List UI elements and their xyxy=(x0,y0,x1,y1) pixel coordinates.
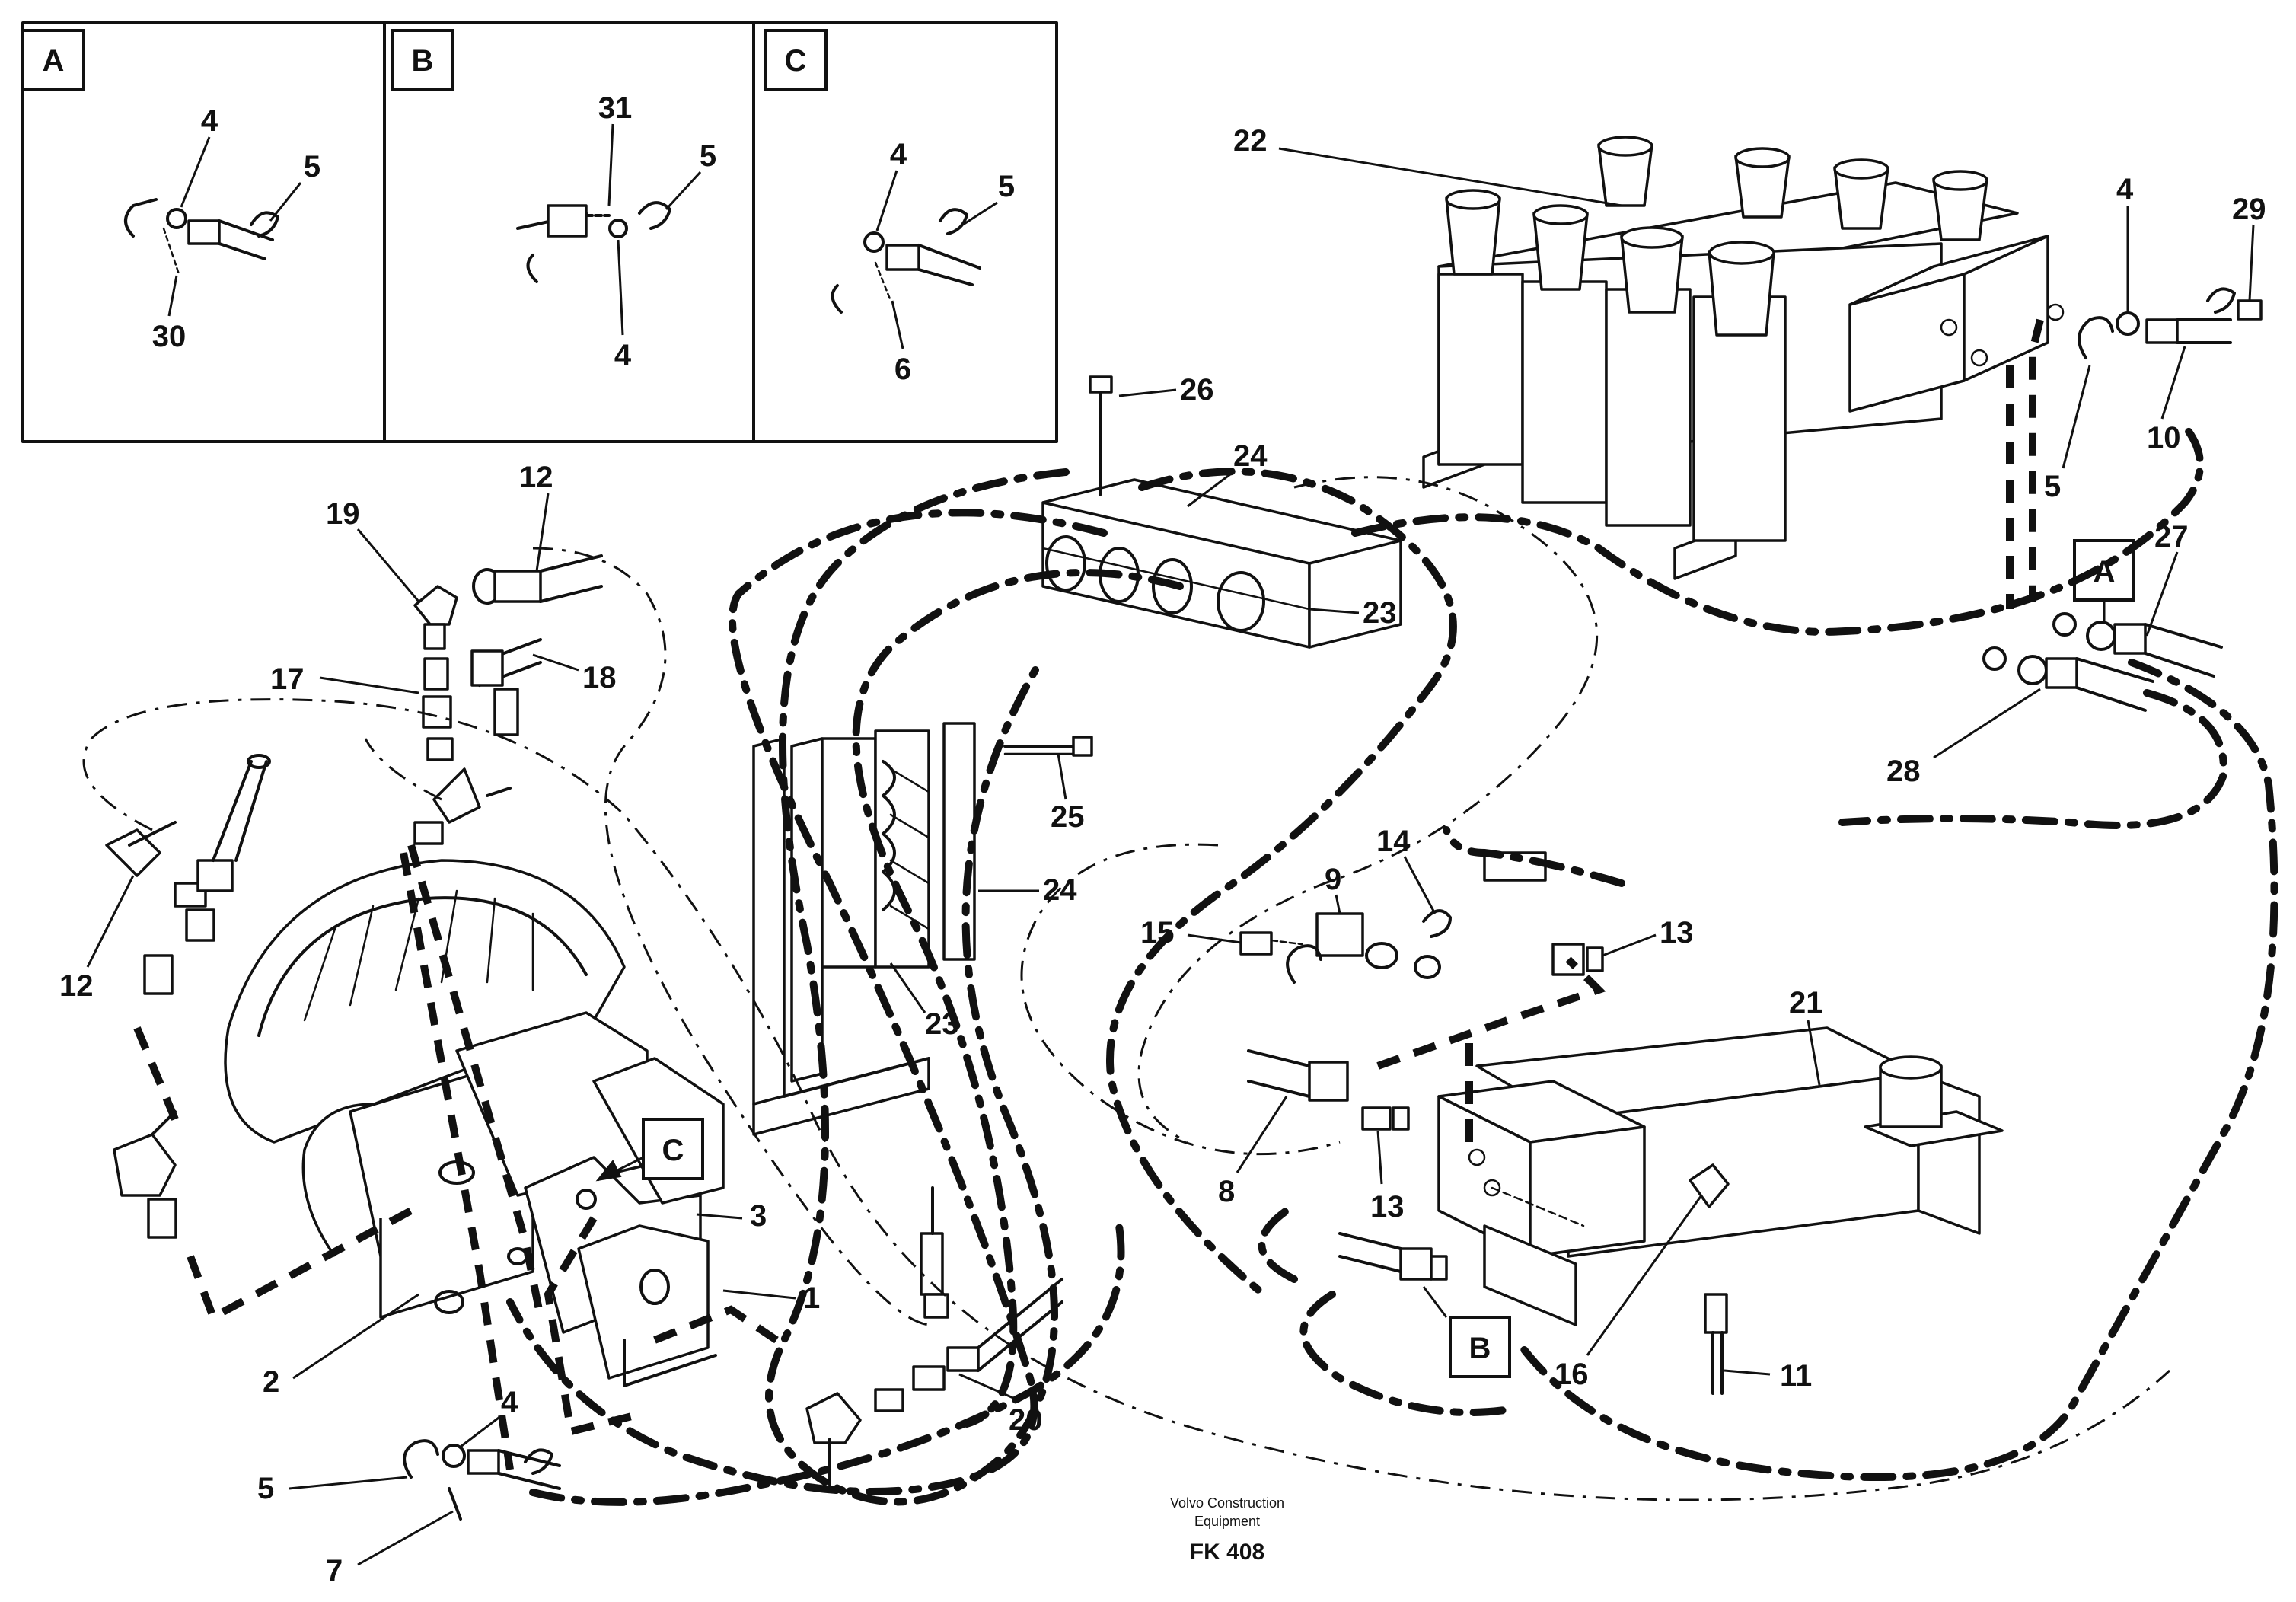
fittings-27-28 xyxy=(1982,612,2223,712)
valve-21-fittings xyxy=(1247,1049,1730,1395)
detail-box-c: C 4 5 6 xyxy=(764,29,1015,386)
detail-box-b-label: B xyxy=(412,44,434,78)
detail-box-b-tag xyxy=(391,29,454,91)
callout-12-left: 12 xyxy=(59,969,94,1003)
callout-12-top: 12 xyxy=(519,461,553,494)
middle-right-fittings xyxy=(1239,851,1604,984)
detail-panel: A 4 5 30 B xyxy=(21,21,1058,443)
detail-b-callout-31: 31 xyxy=(598,91,633,125)
company-line-1: Volvo Construction xyxy=(1170,1495,1284,1511)
callout-2: 2 xyxy=(263,1365,279,1399)
detail-panel-frame xyxy=(21,21,1058,443)
callout-4-pump: 4 xyxy=(501,1386,518,1419)
callout-10: 10 xyxy=(2147,421,2181,455)
detail-a-fitting xyxy=(124,198,279,276)
detail-box-a-label: A xyxy=(43,44,65,78)
callout-28: 28 xyxy=(1886,755,1921,788)
callout-9: 9 xyxy=(1325,863,1341,896)
detail-box-a-tag xyxy=(21,29,85,91)
callout-19: 19 xyxy=(326,497,360,531)
control-valve-22 xyxy=(1422,136,2065,580)
callout-7: 7 xyxy=(326,1554,343,1588)
callout-3: 3 xyxy=(750,1199,767,1233)
left-fittings xyxy=(413,554,603,845)
connection-marker-c xyxy=(642,1118,704,1180)
pump-outlet-fittings xyxy=(403,1439,561,1521)
detail-b-callout-4: 4 xyxy=(614,339,632,372)
detail-a-callout-30: 30 xyxy=(152,320,187,353)
callout-23-top: 23 xyxy=(1363,596,1397,630)
detail-box-b: B 31 5 4 xyxy=(391,29,716,372)
callout-14: 14 xyxy=(1376,825,1411,858)
detail-box-c-tag xyxy=(764,29,828,91)
detail-a-callout-5: 5 xyxy=(304,150,320,183)
callout-5-pump: 5 xyxy=(257,1472,274,1505)
callout-25: 25 xyxy=(1051,800,1085,834)
callout-5-valve: 5 xyxy=(2044,470,2061,503)
callout-21: 21 xyxy=(1789,986,1823,1020)
footer: Volvo Construction Equipment FK 408 xyxy=(1170,1495,1284,1565)
figure-code: FK 408 xyxy=(1190,1540,1264,1565)
detail-c-callout-5: 5 xyxy=(998,170,1015,203)
callout-4-valve: 4 xyxy=(2116,173,2134,206)
detail-box-a: A 4 5 30 xyxy=(21,29,320,353)
connection-marker-c-label: C xyxy=(662,1134,684,1167)
callout-24-top: 24 xyxy=(1233,439,1268,473)
company-line-2: Equipment xyxy=(1194,1514,1260,1529)
detail-box-c-label: C xyxy=(785,44,807,78)
center-fittings xyxy=(805,1186,1063,1486)
detail-c-callout-4: 4 xyxy=(890,138,907,171)
callout-13-lower: 13 xyxy=(1370,1190,1405,1224)
callout-8: 8 xyxy=(1218,1175,1235,1208)
connection-marker-b-label: B xyxy=(1469,1332,1491,1365)
detail-b-callout-5: 5 xyxy=(700,139,716,173)
callout-17: 17 xyxy=(270,662,305,696)
callout-11: 11 xyxy=(1780,1359,1812,1393)
valve-22-fittings xyxy=(2078,287,2263,359)
connection-marker-b xyxy=(1449,1316,1511,1378)
detail-c-fitting xyxy=(831,208,981,314)
detail-b-fitting xyxy=(516,201,671,283)
clamp-block-top xyxy=(1041,375,1402,649)
hose-routes xyxy=(82,318,2278,1506)
far-left-fittings xyxy=(105,754,271,1239)
pump-assembly xyxy=(224,859,725,1387)
callout-18: 18 xyxy=(582,661,617,694)
callout-26: 26 xyxy=(1180,373,1214,407)
callout-13-upper: 13 xyxy=(1660,916,1694,949)
detail-c-callout-6: 6 xyxy=(894,353,911,386)
detail-a-callout-4: 4 xyxy=(201,104,218,138)
callout-22: 22 xyxy=(1233,124,1268,158)
callout-1: 1 xyxy=(803,1281,820,1315)
valve-21 xyxy=(1437,1026,2004,1326)
callout-29: 29 xyxy=(2232,193,2266,226)
